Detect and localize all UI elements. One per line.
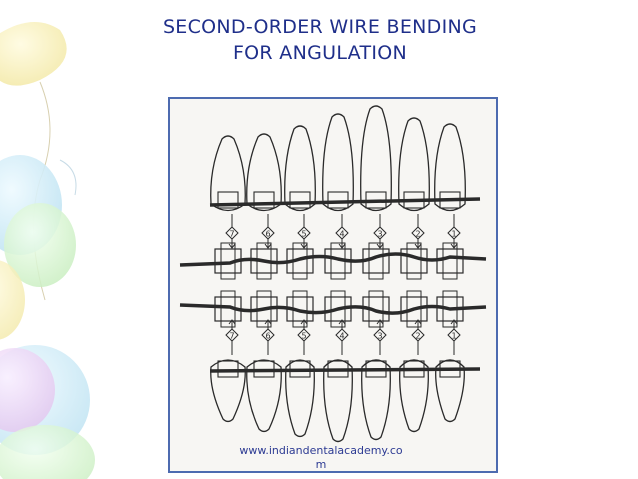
lower-label-number: 3	[377, 332, 382, 341]
upper-label-number: 7	[229, 230, 234, 239]
lower-bent-wire	[179, 303, 487, 315]
upper-bracket-wing	[368, 242, 384, 280]
upper-label-number: 1	[451, 230, 456, 239]
slide-title: SECOND-ORDER WIRE BENDING FOR ANGULATION	[120, 14, 520, 66]
lower-label-number: 6	[265, 332, 270, 341]
lower-label-arrow	[300, 319, 308, 329]
upper-label-number: 2	[415, 230, 420, 239]
lower-tooth	[285, 359, 315, 438]
lower-label-arrow	[264, 319, 272, 329]
upper-tooth-bracket	[217, 191, 239, 209]
upper-tooth	[322, 113, 354, 212]
balloon-decoration	[0, 22, 95, 479]
lower-label-number: 7	[229, 332, 234, 341]
lower-tooth	[323, 359, 353, 443]
upper-tooth	[360, 105, 392, 212]
lower-tooth	[246, 359, 282, 433]
lower-tooth-bracket	[217, 360, 239, 378]
upper-tooth	[398, 117, 430, 212]
lower-label-number: 5	[301, 332, 306, 341]
slide-title-line-2: FOR ANGULATION	[232, 42, 408, 64]
upper-label-number: 4	[339, 230, 344, 239]
upper-tooth-bracket	[253, 191, 275, 209]
slide-title-line-1: SECOND-ORDER WIRE BENDING	[162, 16, 478, 38]
upper-tooth-bracket	[289, 191, 311, 209]
watermark: www.indiandentalacademy.co m	[226, 444, 416, 472]
upper-label-number: 3	[377, 230, 382, 239]
upper-archwire	[209, 197, 481, 207]
upper-tooth	[434, 123, 466, 212]
lower-label-arrow	[228, 319, 236, 329]
upper-tooth-bracket	[327, 191, 349, 209]
lower-bracket	[400, 296, 428, 322]
tooth-diagram: 7 6 5 4 3 2 1 7 6 5 4 3 2 1	[179, 105, 487, 443]
upper-tooth	[284, 125, 316, 212]
upper-bent-wire	[179, 252, 487, 267]
lower-bracket	[324, 296, 352, 322]
lower-label-number: 2	[415, 332, 420, 341]
lower-label-arrow	[376, 319, 384, 329]
lower-label-arrow	[450, 319, 458, 329]
lower-tooth	[361, 359, 391, 441]
upper-tooth	[210, 135, 246, 212]
upper-label-number: 5	[301, 230, 306, 239]
lower-archwire	[209, 367, 481, 373]
watermark-line-1: www.indiandentalacademy.co	[239, 444, 403, 457]
upper-tooth	[246, 133, 282, 212]
upper-label-number: 6	[265, 230, 270, 239]
upper-bracket-wing	[442, 242, 458, 280]
upper-bracket-wing	[406, 242, 422, 280]
lower-label-arrow	[338, 319, 346, 329]
lower-label-number: 4	[339, 332, 344, 341]
lower-label-number: 1	[451, 332, 456, 341]
watermark-line-2: m	[315, 458, 327, 471]
lower-label-arrow	[414, 319, 422, 329]
wire-bending-figure: 7 6 5 4 3 2 1 7 6 5 4 3 2 1	[168, 97, 498, 473]
